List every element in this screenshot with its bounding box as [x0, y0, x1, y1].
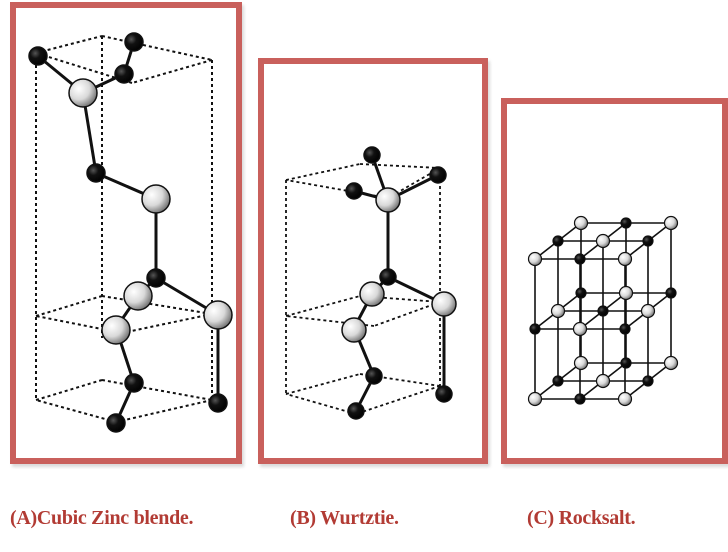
light-atom — [431, 291, 457, 317]
atoms — [341, 146, 457, 420]
light-atom — [617, 391, 633, 407]
light-atom — [68, 78, 98, 108]
dark-atom — [114, 64, 134, 84]
bonds — [36, 40, 220, 425]
dark-atom — [620, 217, 632, 229]
light-atom — [663, 355, 679, 371]
light-atom — [663, 215, 679, 231]
light-atom — [617, 251, 633, 267]
unit-cell-outline — [35, 35, 213, 423]
dark-atom — [529, 323, 541, 335]
rocksalt-panel — [501, 98, 728, 464]
dark-atom — [208, 393, 228, 413]
wurtzite-structure — [285, 146, 457, 420]
dark-atom — [575, 287, 587, 299]
dark-atom — [435, 385, 453, 403]
dark-atom — [28, 46, 48, 66]
light-atom — [101, 315, 131, 345]
light-atom — [359, 281, 385, 307]
dark-atom — [620, 357, 632, 369]
dark-atom — [124, 373, 144, 393]
light-atom — [141, 184, 171, 214]
light-atom — [375, 187, 401, 213]
light-atom — [640, 303, 656, 319]
dark-atom — [363, 146, 381, 164]
dark-atom — [574, 253, 586, 265]
caption-zinc-blende: (A)Cubic Zinc blende. — [10, 507, 194, 529]
zinc-blende-panel — [10, 2, 242, 464]
caption-rocksalt: (C) Rocksalt. — [527, 507, 636, 529]
dark-atom — [665, 287, 677, 299]
dark-atom — [347, 402, 365, 420]
caption-wurtzite: (B) Wurtztie. — [290, 507, 399, 529]
light-atom — [123, 281, 153, 311]
dark-atom — [642, 375, 654, 387]
light-atom — [573, 355, 589, 371]
light-atom — [527, 391, 543, 407]
light-atom — [572, 321, 588, 337]
dark-atom — [597, 305, 609, 317]
dark-atom — [106, 413, 126, 433]
dark-atom — [642, 235, 654, 247]
dark-atom — [86, 163, 106, 183]
light-atom — [527, 251, 543, 267]
dark-atom — [365, 367, 383, 385]
light-atom — [595, 233, 611, 249]
light-atom — [550, 303, 566, 319]
light-atom — [203, 300, 233, 330]
dark-atom — [619, 323, 631, 335]
light-atom — [595, 373, 611, 389]
atoms — [28, 32, 233, 433]
light-atom — [618, 285, 634, 301]
wurtzite-panel — [258, 58, 488, 464]
zinc-blende-structure — [28, 32, 233, 433]
dark-atom — [429, 166, 447, 184]
light-atom — [341, 317, 367, 343]
dark-atom — [574, 393, 586, 405]
dark-atom — [345, 182, 363, 200]
dark-atom — [552, 235, 564, 247]
unit-cell-outline — [285, 163, 441, 415]
atoms — [527, 215, 679, 407]
dark-atom — [146, 268, 166, 288]
dark-atom — [379, 268, 397, 286]
dark-atom — [124, 32, 144, 52]
light-atom — [573, 215, 589, 231]
rocksalt-structure — [527, 215, 679, 407]
dark-atom — [552, 375, 564, 387]
